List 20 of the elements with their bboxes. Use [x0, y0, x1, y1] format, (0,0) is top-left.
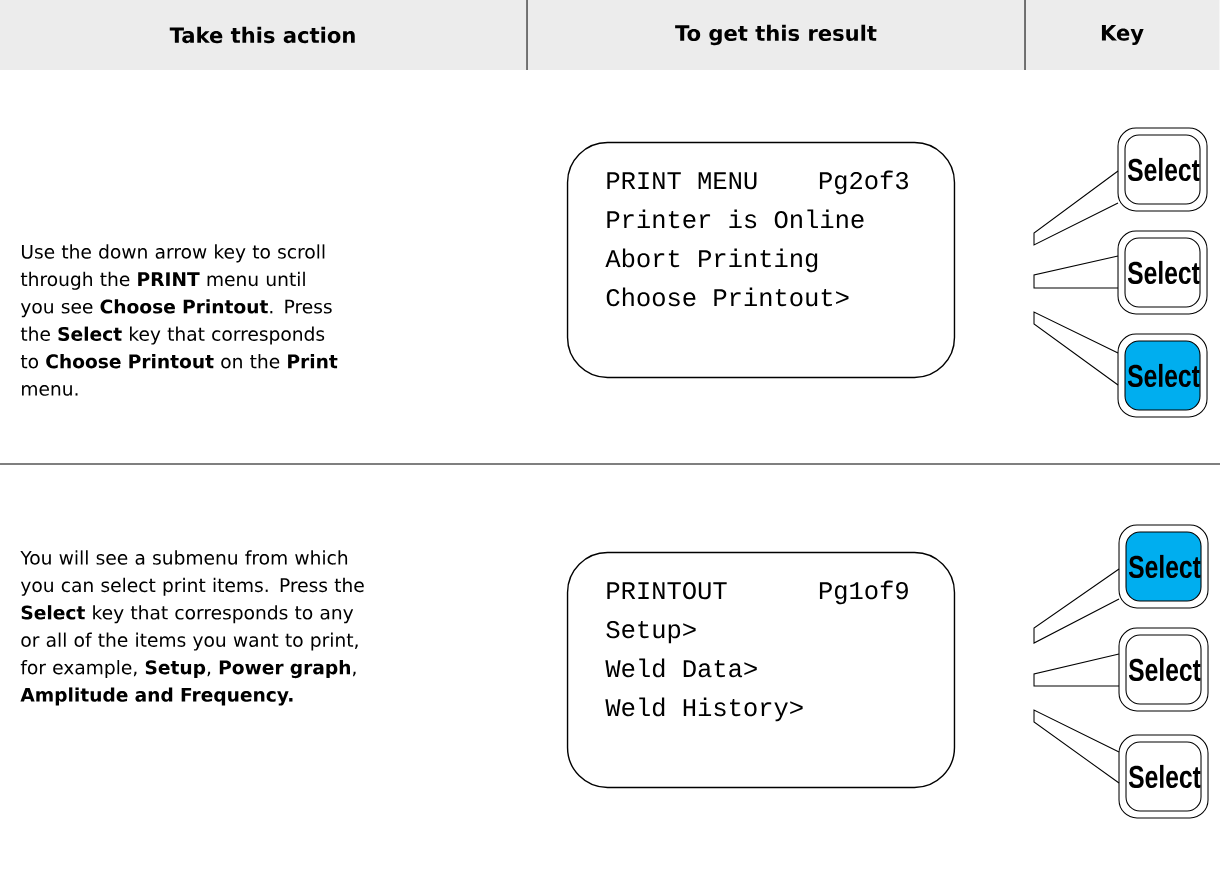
- menu-item: Abort Printing: [605, 248, 818, 273]
- page-number: Pg2of3: [819, 170, 908, 195]
- menu-item: Weld Data>: [605, 658, 757, 678]
- menu-title: PRINT MENU: [607, 172, 757, 190]
- menu-item: Choose Printout>: [606, 287, 849, 307]
- select-key: Select: [1118, 524, 1209, 609]
- column-header: Take this action: [0, 0, 527, 70]
- menu-item: Setup>: [606, 620, 696, 644]
- select-key: Select: [1117, 333, 1208, 418]
- instruction-text: Use the down arrow key to scroll through the PRINT menu until you see Choose Printout. Press the Select key that corresponds to Choose Printout on the Print menu.: [20, 244, 338, 396]
- page-number: Pg1of9: [819, 580, 908, 605]
- select-key: Select: [1117, 127, 1208, 212]
- instruction-text: You will see a submenu from which you can select print items. Press the Select key that corresponds to any or all of the items you want to print, for example, Setup, Power graph, Amplitude and Frequency.: [20, 550, 364, 706]
- menu-item: Weld History>: [605, 697, 803, 722]
- select-key: Select: [1118, 627, 1209, 712]
- select-key: Select: [1118, 734, 1209, 819]
- select-key: Select: [1117, 230, 1208, 315]
- menu-title: PRINTOUT: [607, 581, 727, 600]
- column-header: Key: [1024, 0, 1220, 70]
- menu-item: Printer is Online: [607, 209, 864, 229]
